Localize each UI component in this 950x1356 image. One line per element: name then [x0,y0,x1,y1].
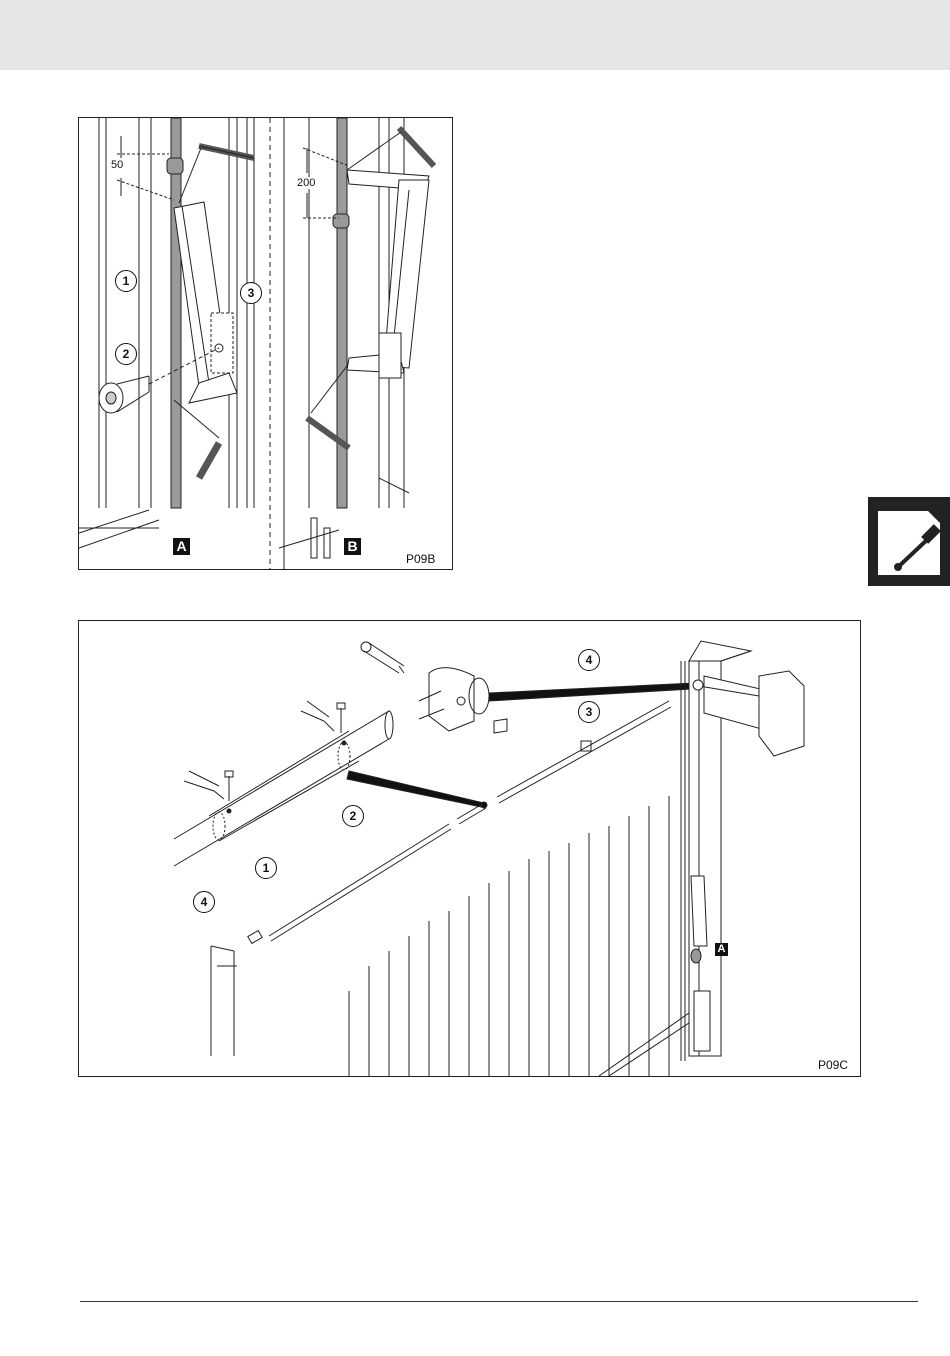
footer-rule [80,1301,918,1302]
figure-p09b: 50 200 1 2 3 A B P09B [78,117,453,570]
figure-p09c-drawing [79,621,860,1076]
figure-code: P09B [406,552,435,566]
callout-2: 2 [342,805,364,827]
callout-4-left: 4 [193,891,215,913]
detail-a-label: A [715,943,728,956]
callout-4-top: 4 [578,649,600,671]
figure-p09b-drawing [79,118,452,569]
wrench-screwdriver-icon [868,497,950,586]
dimension-50-label: 50 [111,159,123,171]
dimension-200-label: 200 [297,177,315,189]
panel-b-label: B [344,538,361,555]
callout-3: 3 [240,282,262,304]
figure-code: P09C [818,1058,848,1072]
callout-1: 1 [115,270,137,292]
section-tab [868,497,950,586]
header-band [0,0,950,70]
figure-p09c: 1 2 3 4 4 A P09C [78,620,861,1077]
panel-a-label: A [173,538,190,555]
callout-3: 3 [578,701,600,723]
callout-1: 1 [255,857,277,879]
callout-2: 2 [115,343,137,365]
